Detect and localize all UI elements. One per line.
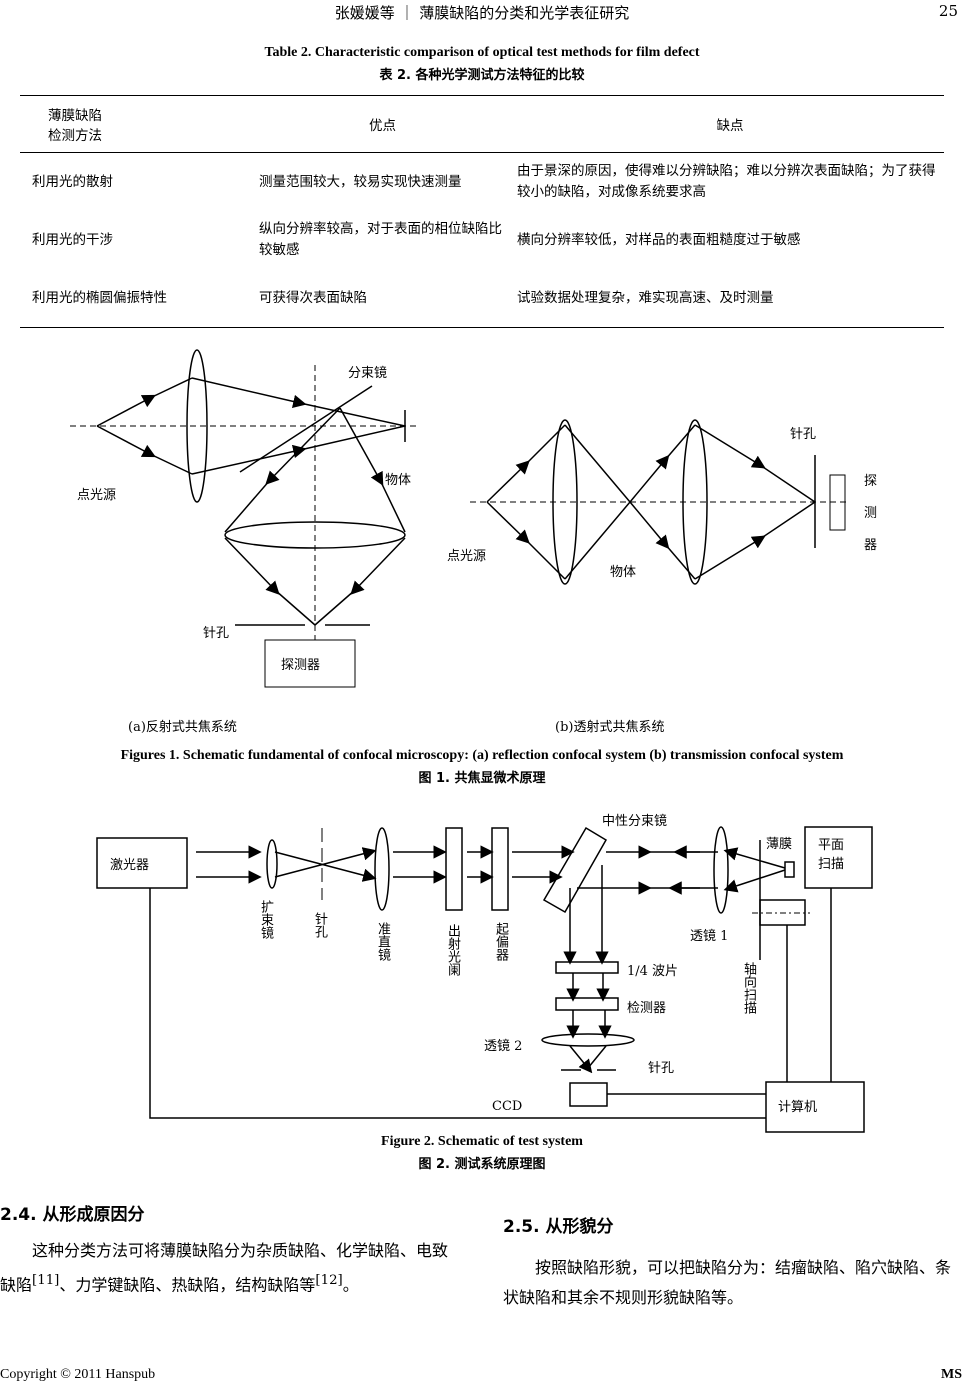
page-number: 25: [938, 2, 958, 20]
figure1-caption-zh: 图 1. 共焦显微术原理: [418, 771, 546, 786]
figure2-diagram: [96, 826, 873, 1133]
label-pinhole: 针孔: [203, 626, 229, 641]
header-disadvantages: 缺点: [516, 95, 944, 153]
label-analyzer: 检测器: [627, 1001, 666, 1016]
cell: 利用光的椭圆偏振特性: [20, 269, 249, 328]
cell: 可获得次表面缺陷: [249, 269, 516, 328]
cell: 利用光的干涉: [32, 231, 113, 248]
label-beam-expander: 扩束镜: [258, 900, 273, 939]
cell: 测量范围较大，较易实现快速测量: [259, 173, 462, 190]
label-axial-scan: 轴向扫描: [741, 962, 756, 1014]
label-point-source-b: 点光源: [447, 549, 486, 564]
cell: 纵向分辨率较高，对于表面的相位缺陷比较敏感: [259, 221, 502, 258]
label-collimator: 准直镜: [375, 922, 390, 961]
figure2-caption-en: Figure 2. Schematic of test system: [381, 1134, 583, 1149]
label-detector-b: 探: [864, 474, 877, 489]
label-film: 薄膜: [766, 837, 792, 852]
table-row: 利用光的椭圆偏振特性 可获得次表面缺陷 试验数据处理复杂，难实现高速、及时测量: [20, 269, 944, 328]
label-computer: 计算机: [778, 1100, 817, 1115]
copyright: Copyright © 2011 Hanspub: [0, 1367, 156, 1382]
label-laser: 激光器: [110, 858, 149, 873]
cell: 由于景深的原因，使得难以分辨缺陷；难以分辨次表面缺陷；为了获得较小的缺陷，对成像…: [517, 163, 936, 200]
header-advantages: 优点: [249, 95, 516, 153]
label-pinhole-b: 针孔: [790, 427, 816, 442]
label-detector: 探测器: [281, 658, 320, 673]
label-splitter: 中性分束镜: [602, 814, 667, 829]
section-heading-2-4: 2.4. 从形成原因分: [0, 1205, 145, 1225]
cell: 试验数据处理复杂，难实现高速、及时测量: [516, 269, 944, 328]
cell: 利用光的散射: [32, 173, 113, 190]
label-lens2: 透镜 2: [484, 1039, 522, 1054]
label-quarter-wave: 1/4 波片: [627, 964, 678, 979]
citation[interactable]: [11]: [32, 1273, 60, 1288]
table-header-row: 薄膜缺陷检测方法 优点 缺点: [20, 95, 944, 153]
label-ccd: CCD: [492, 1099, 522, 1114]
journal-abbrev: MS: [941, 1367, 962, 1382]
label-point-source: 点光源: [77, 488, 116, 503]
label-detector-b: 测: [864, 506, 877, 521]
table-row: 利用光的干涉 纵向分辨率较高，对于表面的相位缺陷比较敏感 横向分辨率较低，对样品…: [20, 211, 944, 269]
figure2-caption-zh: 图 2. 测试系统原理图: [418, 1157, 546, 1172]
figure1-labels: 分束镜 物体 点光源 针孔 探测器 针孔 点光源 物体 (a)反射式共焦系统 (…: [77, 366, 877, 735]
section-2-4-text: 这种分类方法可将薄膜缺陷分为杂质缺陷、化学缺陷、电致缺陷[11]、力学键缺陷、热…: [0, 1241, 449, 1295]
running-title: 张媛媛等 ｜ 薄膜缺陷的分类和光学表征研究: [334, 4, 630, 22]
figure2-labels: 激光器 中性分束镜 薄膜 透镜 1 1/4 波片 检测器 透镜 2 针孔 CCD…: [110, 814, 817, 1115]
label-lens1: 透镜 1: [690, 929, 728, 944]
label-object: 物体: [385, 473, 411, 488]
subcaption-a: (a)反射式共焦系统: [128, 719, 237, 735]
comparison-table: 薄膜缺陷检测方法 优点 缺点 利用光的散射 测量范围较大，较易实现快速测量 由于…: [20, 95, 944, 328]
table-row: 利用光的散射 测量范围较大，较易实现快速测量 由于景深的原因，使得难以分辨缺陷；…: [20, 153, 944, 212]
cell: 横向分辨率较低，对样品的表面粗糙度过于敏感: [517, 231, 801, 248]
label-polarizer: 起偏器: [493, 922, 508, 961]
figure1b-diagram: [470, 419, 850, 585]
lens-icon: [186, 349, 208, 503]
label-exit-aperture: 出射光阑: [445, 924, 460, 976]
label-plane-scan: 平面扫描: [818, 838, 845, 872]
figure1a-diagram: [70, 349, 420, 688]
subcaption-b: (b)透射式共焦系统: [555, 719, 664, 735]
table-caption-en: Table 2. Characteristic comparison of op…: [264, 45, 700, 60]
label-beam-splitter: 分束镜: [348, 366, 387, 381]
section-heading-2-5: 2.5. 从形貌分: [503, 1217, 614, 1237]
table-caption-zh: 表 2. 各种光学测试方法特征的比较: [379, 68, 585, 83]
label-pinhole2: 针孔: [648, 1061, 674, 1076]
label-pinhole1: 针孔: [312, 912, 327, 938]
figure1-caption-en: Figures 1. Schematic fundamental of conf…: [120, 748, 844, 763]
label-detector-b: 器: [864, 538, 877, 553]
citation[interactable]: [12]: [315, 1273, 343, 1288]
section-2-5-text: 按照缺陷形貌，可以把缺陷分为：结瘤缺陷、陷穴缺陷、条状缺陷和其余不规则形貌缺陷等…: [503, 1258, 952, 1307]
label-object-b: 物体: [610, 565, 636, 580]
header-method: 薄膜缺陷检测方法: [20, 95, 249, 153]
